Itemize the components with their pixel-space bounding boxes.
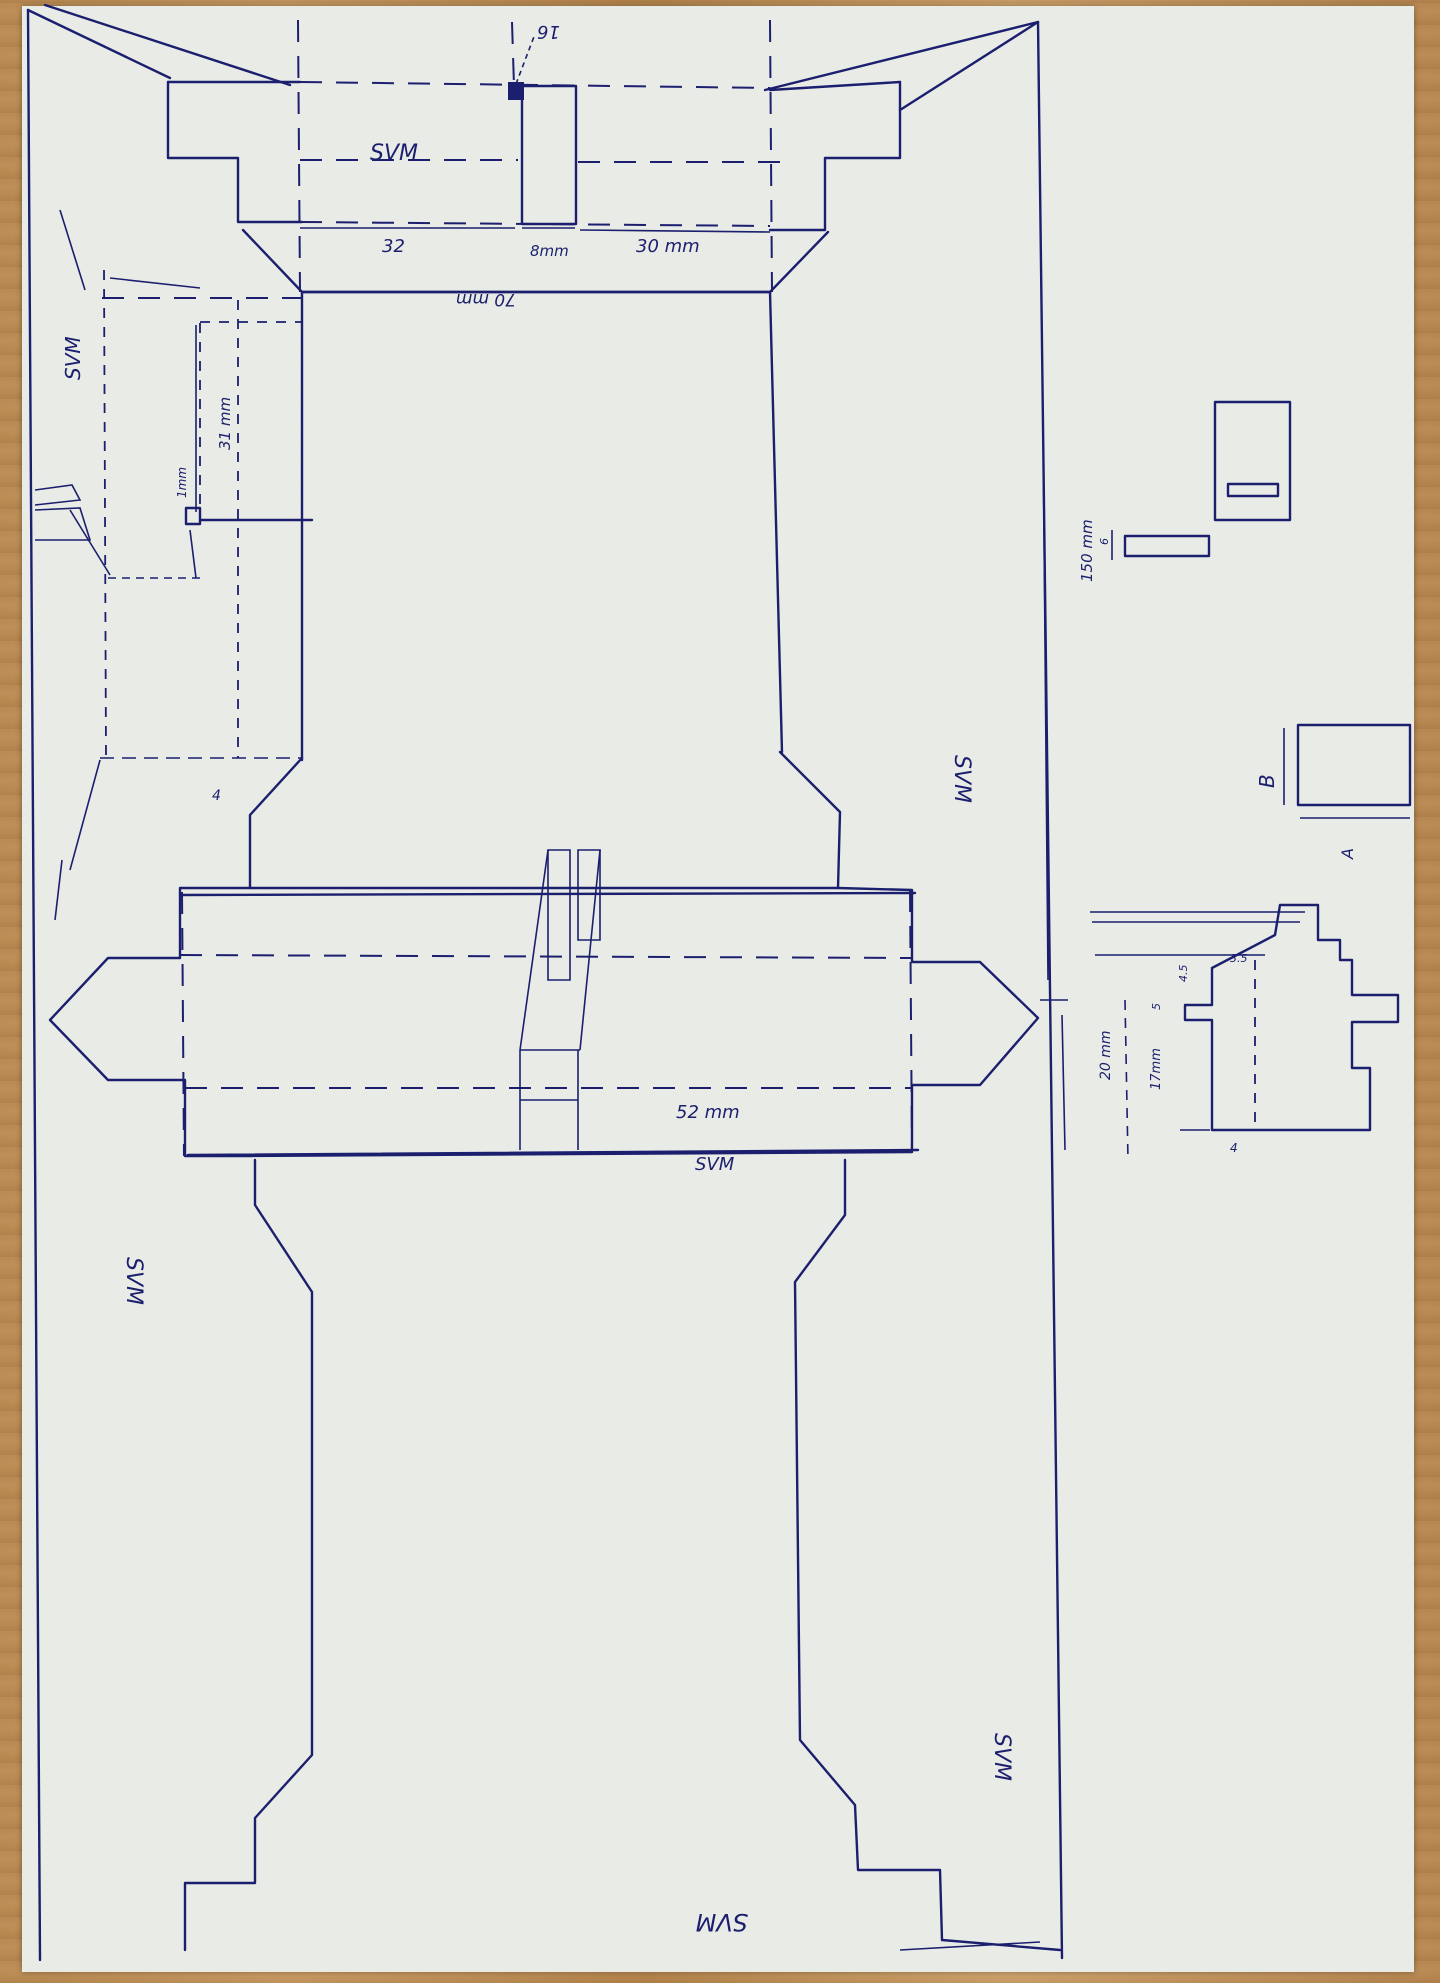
side-rectangle bbox=[1296, 723, 1412, 807]
label-svm-left: SVM bbox=[61, 336, 85, 380]
small-notch bbox=[184, 506, 202, 526]
label-dim-bottom-small: 4 bbox=[1230, 1141, 1238, 1155]
dim-arrow bbox=[109, 277, 201, 289]
corner-diagonal bbox=[26, 8, 172, 80]
dash-stroke bbox=[54, 859, 63, 921]
dashed-guide-vertical bbox=[297, 19, 301, 293]
panel-right-edge bbox=[768, 290, 784, 754]
label-mark-a: A bbox=[1338, 848, 1357, 860]
corner-diagonal bbox=[898, 20, 1040, 112]
slot-marker bbox=[508, 82, 524, 100]
lower-panel-right bbox=[793, 1158, 944, 1942]
bottom-corner-line bbox=[899, 1941, 1041, 1951]
label-dim-8: 8mm bbox=[530, 242, 569, 260]
middle-slot bbox=[547, 849, 571, 981]
label-dim-30: 30 mm bbox=[636, 236, 700, 257]
label-svm-lower-left: SVM bbox=[121, 1257, 146, 1305]
label-dim-32: 32 bbox=[382, 236, 405, 257]
sketch-paper bbox=[22, 6, 1414, 1972]
label-dim-17: 17mm bbox=[1149, 1048, 1164, 1090]
label-svm-middle: SVM bbox=[695, 1154, 735, 1175]
lower-panel-left bbox=[183, 1158, 314, 1952]
panel-left-bevel bbox=[248, 756, 304, 890]
dashed-guide bbox=[179, 954, 913, 959]
profile-guide bbox=[1124, 999, 1129, 1161]
label-sixteen: 16 bbox=[537, 21, 560, 42]
corner-diagonal bbox=[763, 20, 1040, 92]
label-svm-top: SVM bbox=[370, 141, 418, 166]
label-dim-small-1: 5 bbox=[1150, 1003, 1163, 1010]
label-dim-20: 20 mm bbox=[1098, 1030, 1114, 1080]
middle-band-outline bbox=[48, 886, 1040, 1158]
top-flap-left-step bbox=[166, 80, 304, 224]
dash-stroke bbox=[59, 209, 86, 291]
small-box bbox=[1213, 400, 1292, 522]
left-border-line bbox=[26, 8, 42, 1962]
label-dim-1: 1mm bbox=[175, 467, 189, 498]
label-dim-small-2: 3.5 bbox=[1230, 952, 1248, 965]
middle-slot bbox=[579, 849, 601, 1051]
left-small-step bbox=[34, 507, 92, 541]
small-box-slot bbox=[1226, 482, 1280, 498]
top-flap-edge bbox=[768, 80, 902, 92]
right-border-line bbox=[1036, 20, 1064, 1960]
dashed-guide-vertical bbox=[511, 21, 515, 87]
top-slot bbox=[520, 84, 578, 226]
dashed-guide-vertical bbox=[769, 19, 773, 293]
label-svm-bottom: SVM bbox=[695, 1908, 748, 1936]
small-strip bbox=[1123, 534, 1211, 558]
stepped-profile bbox=[1183, 903, 1400, 1132]
left-small-step bbox=[69, 509, 111, 576]
panel-right-bevel bbox=[778, 750, 842, 890]
label-dim-small-4: 6 bbox=[1098, 538, 1111, 545]
label-dim-31: 31 mm bbox=[216, 397, 234, 450]
middle-band-inner bbox=[186, 1148, 920, 1157]
dashed-guide-vertical bbox=[181, 891, 185, 1157]
label-dim-4: 4 bbox=[212, 788, 221, 804]
dash-stroke bbox=[69, 759, 101, 871]
dim-150-line bbox=[1042, 419, 1049, 981]
dim-arrow bbox=[579, 229, 771, 233]
label-svm-right-upper: SVM bbox=[949, 755, 974, 803]
middle-slot bbox=[519, 849, 549, 1051]
dim-arrow bbox=[189, 529, 197, 579]
label-dim-small-3: 4.5 bbox=[1177, 965, 1190, 983]
label-mark-b: B bbox=[1255, 774, 1279, 788]
left-small-step bbox=[34, 484, 82, 506]
corner-diagonal bbox=[43, 3, 292, 87]
label-svm-lower-right: SVM bbox=[989, 1733, 1014, 1781]
middle-slot bbox=[577, 849, 601, 941]
label-dim-70: 70 mm bbox=[456, 289, 516, 309]
top-flap-right-step bbox=[768, 80, 902, 232]
label-dim-52: 52 mm bbox=[676, 1102, 740, 1123]
dashed-guide-vertical bbox=[103, 269, 107, 759]
dim-arrow bbox=[1061, 1014, 1066, 1151]
dashed-guide-vertical bbox=[909, 889, 913, 1153]
label-dim-150: 150 mm bbox=[1078, 519, 1096, 582]
